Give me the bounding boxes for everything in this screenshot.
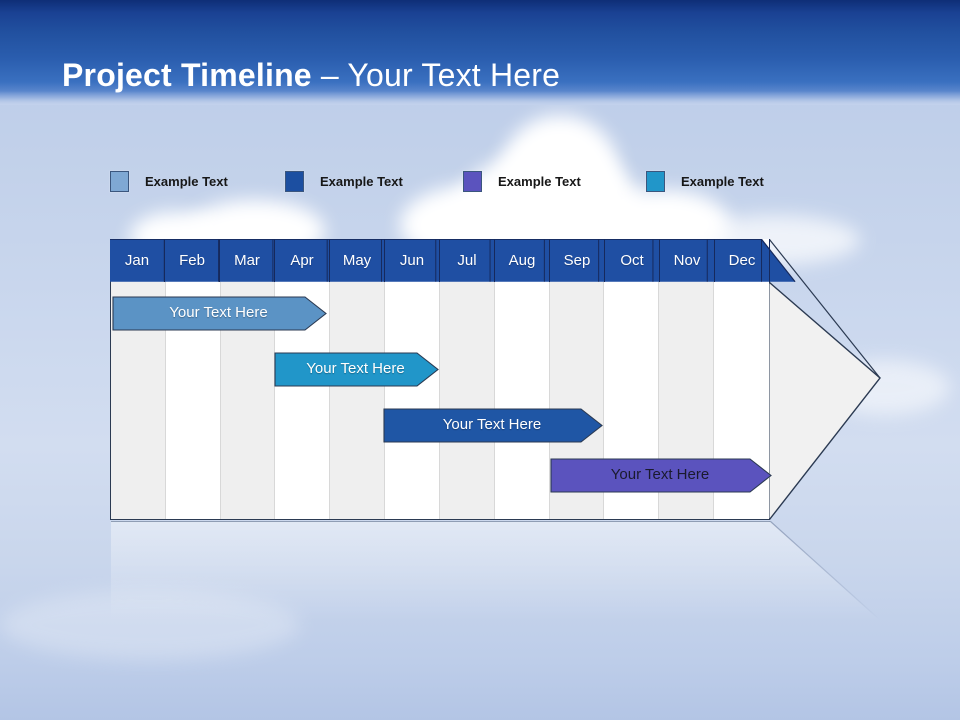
timeline-bar-shape xyxy=(383,408,603,443)
legend-item-label: Example Text xyxy=(320,174,403,189)
legend-item-label: Example Text xyxy=(145,174,228,189)
timeline-bar-4[interactable]: Your Text Here xyxy=(550,458,772,493)
timeline-bar-arrow-icon xyxy=(112,296,327,331)
legend-item-1[interactable]: Example Text xyxy=(110,171,228,192)
timeline-column-aug xyxy=(495,239,550,519)
page-title: Project Timeline – Your Text Here xyxy=(62,57,560,94)
timeline-bar-shape xyxy=(550,458,772,493)
month-header-sep[interactable]: Sep xyxy=(550,239,605,282)
timeline-bar-2[interactable]: Your Text Here xyxy=(274,352,439,387)
timeline-column-feb xyxy=(166,239,221,519)
month-header-oct[interactable]: Oct xyxy=(605,239,660,282)
legend-swatch-icon xyxy=(285,171,304,192)
month-header-jun[interactable]: Jun xyxy=(385,239,440,282)
timeline-bar-shape xyxy=(112,296,327,331)
timeline-bar-arrow-icon xyxy=(550,458,772,493)
legend-item-4[interactable]: Example Text xyxy=(646,171,764,192)
legend-item-2[interactable]: Example Text xyxy=(285,171,403,192)
month-header-feb[interactable]: Feb xyxy=(165,239,220,282)
month-header-aug[interactable]: Aug xyxy=(495,239,550,282)
timeline-column-mar xyxy=(220,239,276,519)
month-header-jan[interactable]: Jan xyxy=(110,239,165,282)
timeline-column-oct xyxy=(604,239,660,519)
cloud-shape xyxy=(0,590,300,660)
month-header-dec[interactable]: Dec xyxy=(715,239,770,282)
timeline-bar-arrow-icon xyxy=(383,408,603,443)
title-banner: Project Timeline – Your Text Here xyxy=(0,0,960,105)
timeline-column-jan xyxy=(111,239,166,519)
page-title-separator: – xyxy=(311,57,348,93)
legend-item-3[interactable]: Example Text xyxy=(463,171,581,192)
month-header-may[interactable]: May xyxy=(330,239,385,282)
timeline-bar-3[interactable]: Your Text Here xyxy=(383,408,603,443)
timeline-column-jun xyxy=(385,239,440,519)
timeline-bar-arrow-icon xyxy=(274,352,439,387)
legend-swatch-icon xyxy=(646,171,665,192)
month-header-nov[interactable]: Nov xyxy=(660,239,715,282)
legend-item-label: Example Text xyxy=(681,174,764,189)
timeline-bar-shape xyxy=(274,352,439,387)
month-header-apr[interactable]: Apr xyxy=(275,239,330,282)
page-title-rest: Your Text Here xyxy=(347,57,561,93)
month-header-jul[interactable]: Jul xyxy=(440,239,495,282)
legend-item-label: Example Text xyxy=(498,174,581,189)
page-title-bold: Project Timeline xyxy=(62,57,312,93)
timeline-bar-1[interactable]: Your Text Here xyxy=(112,296,327,331)
timeline-column-jul xyxy=(439,239,495,519)
month-header-mar[interactable]: Mar xyxy=(220,239,275,282)
legend-swatch-icon xyxy=(463,171,482,192)
legend-swatch-icon xyxy=(110,171,129,192)
